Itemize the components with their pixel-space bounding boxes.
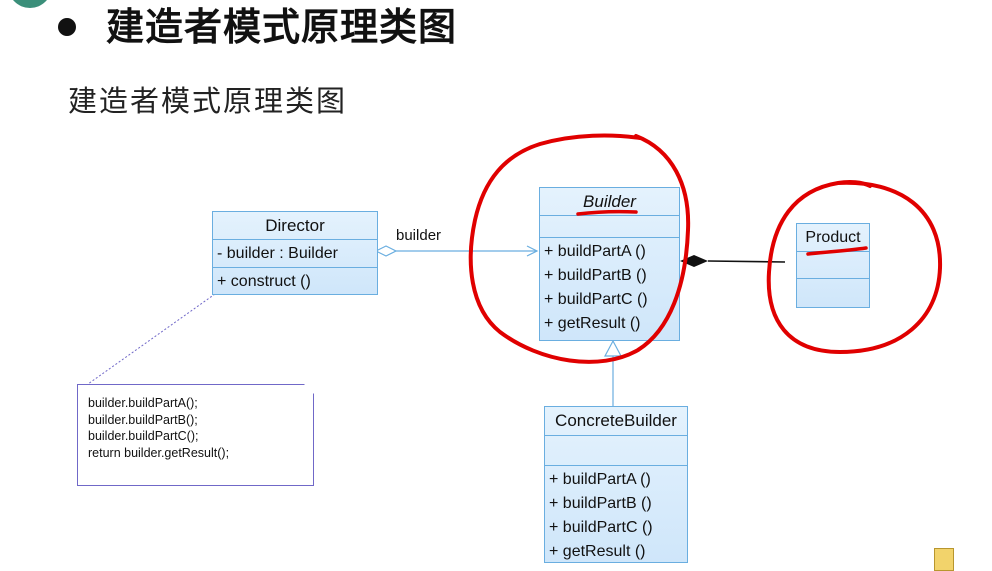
concrete-builder-operation: + buildPartB () [549, 495, 652, 512]
concrete-builder-operation: + buildPartA () [549, 471, 651, 488]
note-fold [304, 384, 314, 394]
note-line: return builder.getResult(); [88, 445, 230, 460]
note-line: builder.buildPartB(); [88, 412, 198, 427]
builder-class-name: Builder [540, 188, 679, 216]
association-role-label: builder [396, 227, 442, 244]
concrete-builder-class-name: ConcreteBuilder [545, 407, 687, 436]
builder-operation: + buildPartB () [544, 267, 647, 284]
construct-note: builder.buildPartA(); builder.buildPartB… [77, 384, 314, 486]
concrete-builder-operation: + buildPartC () [549, 519, 653, 536]
director-class-name: Director [213, 212, 377, 240]
builder-operation: + buildPartA () [544, 243, 646, 260]
slide-title: 建造者模式原理类图 [106, 5, 458, 49]
association-arrowhead [526, 245, 539, 257]
document-icon [934, 548, 954, 571]
director-class: Director - builder : Builder + construct… [212, 211, 378, 295]
director-attribute: - builder : Builder [217, 245, 338, 262]
product-underline-annotation [806, 246, 868, 256]
concrete-builder-operation: + getResult () [549, 543, 646, 560]
concrete-builder-class: ConcreteBuilder + buildPartA () + buildP… [544, 406, 688, 563]
builder-underline-annotation [576, 209, 638, 216]
corner-decoration [8, 0, 52, 8]
note-line: builder.buildPartC(); [88, 429, 199, 443]
builder-operation: + buildPartC () [544, 291, 648, 308]
note-line: builder.buildPartA(); [88, 396, 198, 410]
note-link [87, 293, 216, 385]
product-circle-annotation [766, 180, 943, 355]
slide-subtitle: 建造者模式原理类图 [68, 84, 348, 118]
product-class: Product [796, 223, 870, 308]
director-operation: + construct () [217, 273, 311, 290]
composition-line [707, 260, 786, 263]
builder-operation: + getResult () [544, 315, 641, 332]
generalization-triangle [604, 339, 622, 357]
bullet-icon [58, 18, 76, 36]
builder-circle-annotation [468, 133, 691, 364]
